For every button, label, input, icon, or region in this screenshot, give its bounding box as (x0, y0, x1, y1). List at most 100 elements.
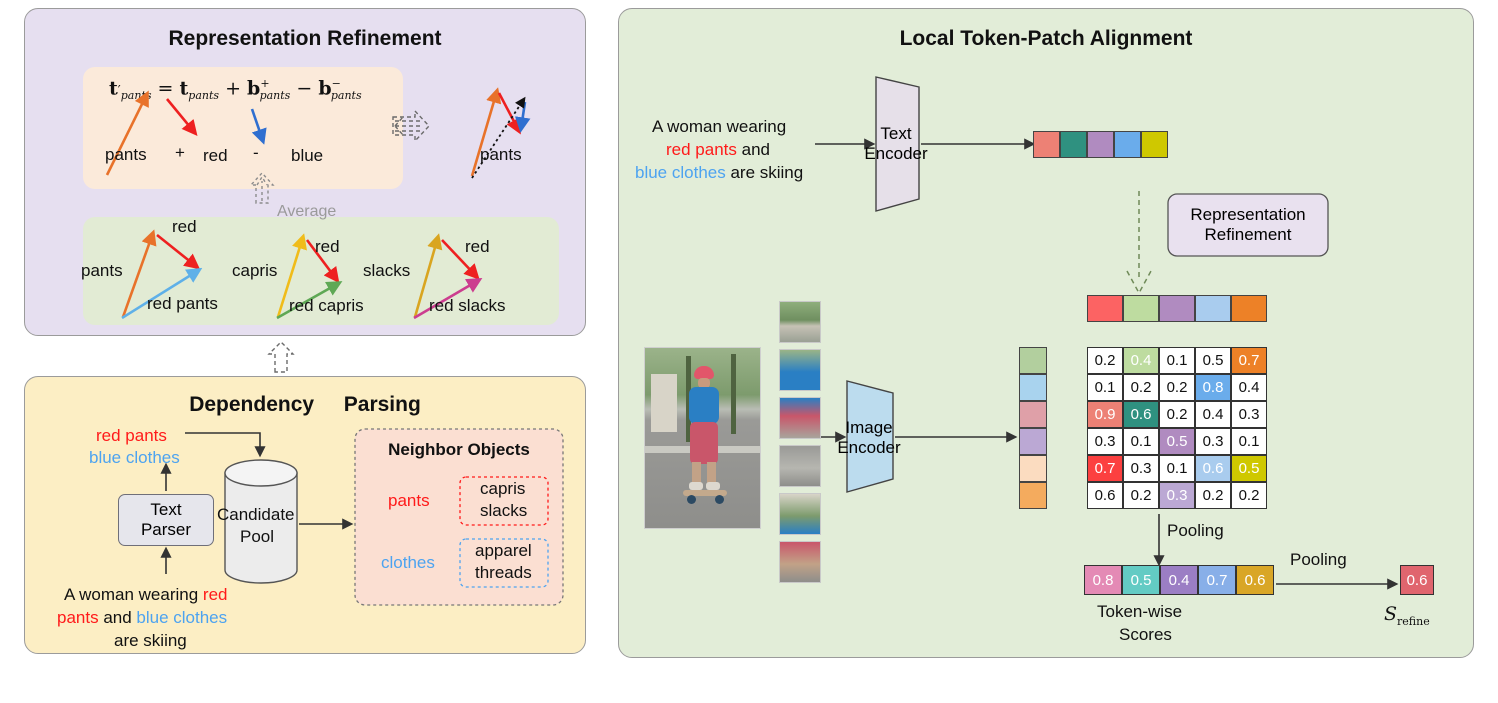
panel-title-dependency-parsing: Dependency Parsing (25, 393, 585, 417)
matrix-cell-2-4: 0.3 (1231, 401, 1267, 428)
pooling-label-vertical: Pooling (1167, 521, 1224, 540)
matrix-cell-3-0: 0.3 (1087, 428, 1123, 455)
formula-t-sub: pants (188, 89, 220, 103)
representation-refinement-callout[interactable]: Representation Refinement (1168, 194, 1328, 256)
matrix-cell-5-2: 0.3 (1159, 482, 1195, 509)
matrix-cell-1-0: 0.1 (1087, 374, 1123, 401)
right-caption-red: red pants (666, 140, 737, 159)
example-0-result-label: red pants (147, 294, 218, 313)
image-encoder-line2: Encoder (837, 438, 901, 457)
matrix-cell-4-2: 0.1 (1159, 455, 1195, 482)
token-score-0: 0.8 (1084, 565, 1122, 595)
image-patch-thumb-1 (779, 349, 821, 391)
right-caption-line1: A woman wearing (652, 117, 787, 136)
formula-bp-sup: + (260, 77, 270, 90)
neighbor-item-apparel: apparel (475, 541, 532, 560)
panel-connector-arrow (267, 341, 295, 373)
input-caption-line3: are skiing (114, 631, 187, 650)
example-1-result-label: red capris (289, 296, 364, 315)
text-token-1 (1060, 131, 1087, 158)
matrix-cell-0-0: 0.2 (1087, 347, 1123, 374)
token-scores-label-line1: Token-wise (1097, 602, 1183, 621)
text-encoder-shape[interactable]: Text Encoder (864, 109, 927, 179)
input-image (644, 347, 761, 529)
caption-l1-plain: A woman wearing (64, 585, 203, 604)
s-refine-sub: refine (1397, 614, 1430, 628)
example-2-base-label: slacks (363, 261, 411, 280)
matrix-cell-2-1: 0.6 (1123, 401, 1159, 428)
example-0-base-label: pants (81, 261, 123, 280)
patch-token-2 (1019, 401, 1047, 428)
text-token-4 (1141, 131, 1168, 158)
neighbor-key-pants: pants (388, 491, 430, 510)
eq-label-minus: - (253, 143, 259, 162)
average-label: Average (277, 203, 337, 220)
formula-bm-sup: − (331, 77, 341, 90)
matrix-cell-5-1: 0.2 (1123, 482, 1159, 509)
eq-label-plus: + (175, 143, 185, 162)
matrix-cell-4-3: 0.6 (1195, 455, 1231, 482)
refined-token-2 (1159, 295, 1195, 322)
example-1-base-label: capris (232, 261, 278, 280)
text-token-2 (1087, 131, 1114, 158)
image-encoder-line1: Image (845, 418, 893, 438)
right-caption-l3-rest: are skiing (725, 163, 804, 182)
token-scores-label-line2: Scores (1119, 625, 1172, 644)
image-patch-thumb-5 (779, 541, 821, 583)
title-parsing: Parsing (343, 393, 421, 416)
image-patch-thumb-2 (779, 397, 821, 439)
caption-l2-plain: and (98, 608, 137, 627)
patch-token-0 (1019, 347, 1047, 374)
text-encoder-line1: Text (880, 124, 912, 144)
neighbor-item-slacks: slacks (480, 501, 528, 520)
text-token-0 (1033, 131, 1060, 158)
panel-title-representation-refinement: Representation Refinement (168, 27, 442, 50)
image-encoder-shape[interactable]: Image Encoder (837, 403, 900, 473)
matrix-cell-3-2: 0.5 (1159, 428, 1195, 455)
s-refine-label: Srefine (1384, 603, 1430, 628)
caption-l2-blue: blue clothes (136, 608, 228, 627)
matrix-cell-5-3: 0.2 (1195, 482, 1231, 509)
patch-token-4 (1019, 455, 1047, 482)
matrix-cell-1-2: 0.2 (1159, 374, 1195, 401)
text-parser-box[interactable]: Text Parser (118, 494, 214, 546)
right-caption-l2-rest: and (736, 140, 770, 159)
matrix-cell-0-3: 0.5 (1195, 347, 1231, 374)
matrix-cell-0-1: 0.4 (1123, 347, 1159, 374)
example-2-mod-label: red (465, 237, 490, 256)
dependency-parsing-panel: Dependency Parsing red pants blue clothe… (24, 376, 586, 654)
candidate-pool-line1: Candidate (217, 505, 295, 524)
matrix-cell-2-2: 0.2 (1159, 401, 1195, 428)
eq-label-pants: pants (105, 145, 147, 164)
formula-bm-sub: pants (330, 89, 362, 103)
token-score-3: 0.7 (1198, 565, 1236, 595)
refine-callout-line1: Representation (1190, 205, 1306, 225)
s-refine-value: 0.6 (1400, 565, 1434, 595)
text-token-3 (1114, 131, 1141, 158)
candidate-pool-line2: Pool (240, 527, 275, 546)
image-patch-thumb-3 (779, 445, 821, 487)
refined-token-3 (1195, 295, 1231, 322)
right-caption-line2: red pants and (666, 140, 770, 160)
image-patch-thumb-0 (779, 301, 821, 343)
neighbor-objects-title: Neighbor Objects (388, 440, 530, 459)
example-2-result-label: red slacks (429, 296, 506, 315)
representation-refinement-panel: Representation Refinement t′pants = tpan… (24, 8, 586, 336)
formula-minus: − (296, 77, 313, 100)
pooling-label-horizontal: Pooling (1290, 550, 1347, 569)
matrix-cell-5-0: 0.6 (1087, 482, 1123, 509)
refined-token-4 (1231, 295, 1267, 322)
matrix-cell-4-4: 0.5 (1231, 455, 1267, 482)
right-caption-line3: blue clothes are skiing (635, 163, 803, 183)
text-parser-line2: Parser (140, 520, 192, 539)
parsing-flow-svg (160, 428, 564, 606)
neighbor-item-threads: threads (475, 563, 532, 582)
eq-label-red: red (203, 146, 228, 165)
right-caption-blue: blue clothes (635, 163, 726, 182)
refine-callout-line2: Refinement (1204, 225, 1292, 244)
matrix-cell-4-1: 0.3 (1123, 455, 1159, 482)
matrix-cell-2-3: 0.4 (1195, 401, 1231, 428)
result-label-pants: pants (480, 145, 522, 164)
text-parser-line1: Text (150, 500, 182, 520)
matrix-cell-1-1: 0.2 (1123, 374, 1159, 401)
